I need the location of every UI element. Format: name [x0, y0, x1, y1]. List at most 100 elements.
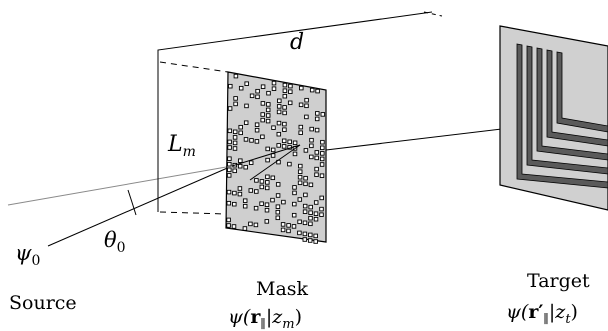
target-field-equation: ψ(r′∥|zt) — [506, 301, 578, 327]
mask-cell — [304, 103, 309, 109]
mask-cell — [282, 121, 287, 127]
mask-cell — [270, 197, 275, 203]
mask-cell — [314, 150, 320, 155]
mask-top-dash — [159, 61, 229, 73]
mask-cell — [315, 111, 320, 116]
mask-cell — [242, 226, 248, 231]
mask-cell — [309, 126, 314, 132]
mask-cell — [265, 113, 271, 118]
mask-cell — [265, 157, 270, 163]
mask-cell — [298, 163, 303, 169]
mask-cell — [302, 209, 308, 214]
mask-cell — [286, 228, 291, 234]
mask-cell — [265, 180, 270, 185]
mask-cell — [281, 144, 287, 149]
source-label: Source — [9, 292, 77, 314]
mask-random-pattern — [226, 73, 326, 244]
psi0-label: ψ0 — [15, 241, 40, 269]
mask-cell — [265, 174, 270, 180]
mask-cell — [319, 173, 325, 178]
mask-cell — [270, 153, 276, 158]
mask-cell — [254, 139, 260, 144]
mask-cell — [275, 182, 281, 187]
mask-cell — [244, 103, 249, 109]
mask-cell — [232, 190, 237, 196]
mask-cell — [276, 120, 282, 126]
mask-cell — [249, 138, 254, 143]
source-ray — [47, 165, 233, 247]
mask-cell — [299, 85, 304, 91]
mask-cell — [308, 221, 313, 227]
mask-cell — [319, 156, 325, 162]
mask-cell — [238, 158, 243, 163]
mask-cell — [264, 202, 270, 207]
mask-cell — [264, 207, 270, 213]
mask-cell — [227, 161, 232, 167]
mask-cell — [259, 179, 265, 184]
mask-cell — [319, 206, 324, 212]
mask-cell — [297, 219, 302, 225]
mask-cell — [297, 180, 303, 186]
mask-cell — [302, 203, 308, 209]
mask-cell — [319, 195, 324, 201]
mask-size-label: Lm — [167, 132, 196, 160]
mask-cell — [281, 199, 286, 205]
mask-cell — [255, 94, 260, 100]
mask-cell — [275, 204, 281, 209]
mask-field-equation: ψ(r∥|zm) — [228, 306, 302, 331]
theta-angle-arc — [127, 189, 137, 216]
mask-cell — [288, 89, 293, 94]
mask-cell — [253, 222, 259, 228]
mask-cell — [297, 230, 302, 236]
mask-cell — [313, 211, 319, 216]
mask-cell — [227, 128, 233, 134]
target-l-stripe — [536, 47, 608, 161]
mask-cell — [282, 110, 287, 116]
mask-cell — [292, 140, 298, 146]
mask-cell — [248, 188, 254, 193]
mask-cell — [297, 169, 303, 174]
mask-cell — [232, 129, 238, 135]
mask-cell — [264, 185, 270, 191]
mask-cell — [309, 154, 314, 160]
mask-cell — [298, 130, 303, 135]
theta0-label: θ0 — [104, 228, 126, 256]
mask-cell — [309, 143, 314, 149]
mask-cell — [292, 190, 297, 196]
mask-cell — [232, 135, 238, 140]
mask-cell — [260, 84, 266, 89]
mask-cell — [226, 200, 232, 206]
mask-cell — [314, 127, 320, 133]
mask-cell — [297, 197, 303, 202]
mask-cell — [291, 212, 297, 218]
target-l-stripe — [556, 51, 608, 133]
mask-cell — [302, 220, 308, 226]
mask-cell — [282, 105, 287, 110]
mask-cell — [254, 189, 259, 194]
mask-cell — [233, 73, 239, 79]
mask-cell — [315, 88, 320, 94]
mask-inner-ray — [231, 144, 301, 167]
mask-cell — [319, 162, 325, 167]
mask-cell — [303, 148, 309, 153]
mask-cell — [238, 124, 243, 130]
mask-cell — [297, 174, 303, 180]
mask-cell — [314, 166, 319, 172]
mask-cell — [264, 219, 270, 224]
mask-cell — [292, 185, 297, 190]
d-dim-end-dash — [423, 11, 443, 17]
mask-cell — [320, 112, 326, 117]
mask-cell — [232, 140, 238, 146]
mask-cell — [308, 215, 313, 221]
mask-cell — [307, 238, 313, 243]
mask-cell — [226, 189, 232, 195]
mask-cell — [288, 83, 293, 89]
mask-cell — [282, 93, 288, 99]
mask-cell — [304, 97, 309, 103]
mask-cell — [280, 222, 286, 227]
mask-cell — [281, 138, 287, 144]
mask-cell — [314, 172, 319, 177]
d-dimension-line — [157, 11, 433, 56]
mask-cell — [248, 221, 253, 227]
